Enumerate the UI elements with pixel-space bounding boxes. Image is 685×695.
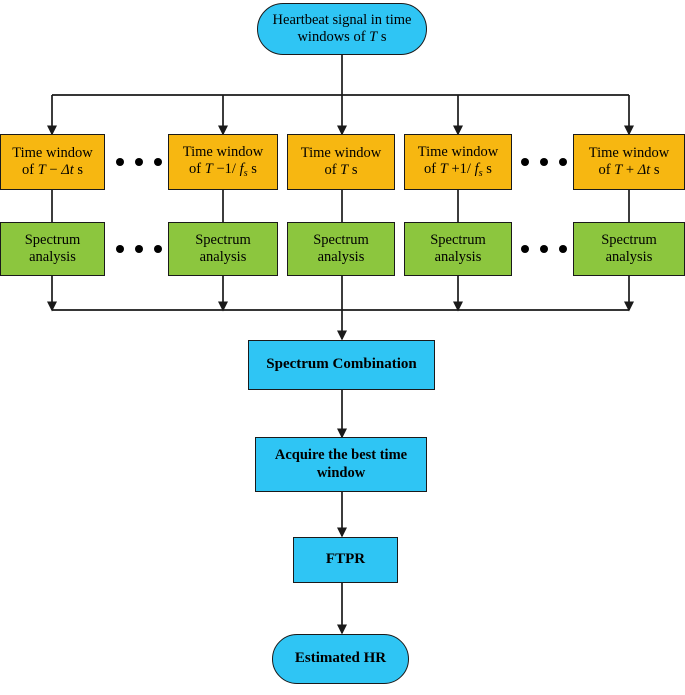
node-time-window-center[interactable]: Time window of T s (287, 134, 395, 190)
node-spectrum-analysis-3-label: Spectrum analysis (313, 231, 369, 265)
node-spectrum-analysis-5[interactable]: Spectrum analysis (573, 222, 685, 276)
ellipsis-dot (559, 158, 567, 166)
node-time-window-plus-1fs-label: Time window of T +1/ fs s (417, 143, 499, 179)
node-time-window-minus-delta[interactable]: Time window of T − Δt s (0, 134, 105, 190)
node-time-window-plus-1fs[interactable]: Time window of T +1/ fs s (404, 134, 512, 190)
ellipsis-spectrum-right (521, 245, 567, 253)
node-spectrum-analysis-2-label: Spectrum analysis (195, 231, 251, 265)
ellipsis-dot (559, 245, 567, 253)
ellipsis-time-windows-left (116, 158, 162, 166)
node-spectrum-analysis-5-label: Spectrum analysis (601, 231, 657, 265)
ellipsis-dot (540, 158, 548, 166)
node-spectrum-analysis-4-label: Spectrum analysis (430, 231, 486, 265)
node-time-window-minus-delta-label: Time window of T − Δt s (12, 144, 93, 178)
node-spectrum-analysis-3[interactable]: Spectrum analysis (287, 222, 395, 276)
ellipsis-dot (521, 158, 529, 166)
ellipsis-time-windows-right (521, 158, 567, 166)
ellipsis-dot (521, 245, 529, 253)
ellipsis-dot (154, 245, 162, 253)
node-ftpr[interactable]: FTPR (293, 537, 398, 583)
node-time-window-plus-delta[interactable]: Time window of T + Δt s (573, 134, 685, 190)
ellipsis-dot (135, 158, 143, 166)
node-spectrum-analysis-1-label: Spectrum analysis (24, 231, 81, 265)
node-acquire-best-window-label: Acquire the best time window (274, 447, 408, 481)
node-time-window-minus-1fs[interactable]: Time window of T −1/ fs s (168, 134, 278, 190)
node-time-window-minus-1fs-label: Time window of T −1/ fs s (182, 143, 264, 179)
node-acquire-best-window[interactable]: Acquire the best time window (255, 437, 427, 492)
node-ftpr-label: FTPR (325, 551, 366, 568)
node-spectrum-analysis-2[interactable]: Spectrum analysis (168, 222, 278, 276)
node-heartbeat-signal[interactable]: Heartbeat signal in time windows of T s (257, 3, 427, 55)
node-heartbeat-signal-label: Heartbeat signal in time windows of T s (272, 11, 412, 45)
ellipsis-dot (135, 245, 143, 253)
node-spectrum-analysis-1[interactable]: Spectrum analysis (0, 222, 105, 276)
ellipsis-dot (116, 158, 124, 166)
ellipsis-spectrum-left (116, 245, 162, 253)
ellipsis-dot (116, 245, 124, 253)
node-time-window-plus-delta-label: Time window of T + Δt s (588, 144, 670, 178)
node-time-window-center-label: Time window of T s (300, 144, 382, 178)
node-estimated-hr-label: Estimated HR (294, 650, 387, 667)
ellipsis-dot (540, 245, 548, 253)
ellipsis-dot (154, 158, 162, 166)
node-estimated-hr[interactable]: Estimated HR (272, 634, 409, 684)
node-spectrum-analysis-4[interactable]: Spectrum analysis (404, 222, 512, 276)
node-spectrum-combination[interactable]: Spectrum Combination (248, 340, 435, 390)
node-spectrum-combination-label: Spectrum Combination (266, 356, 417, 373)
